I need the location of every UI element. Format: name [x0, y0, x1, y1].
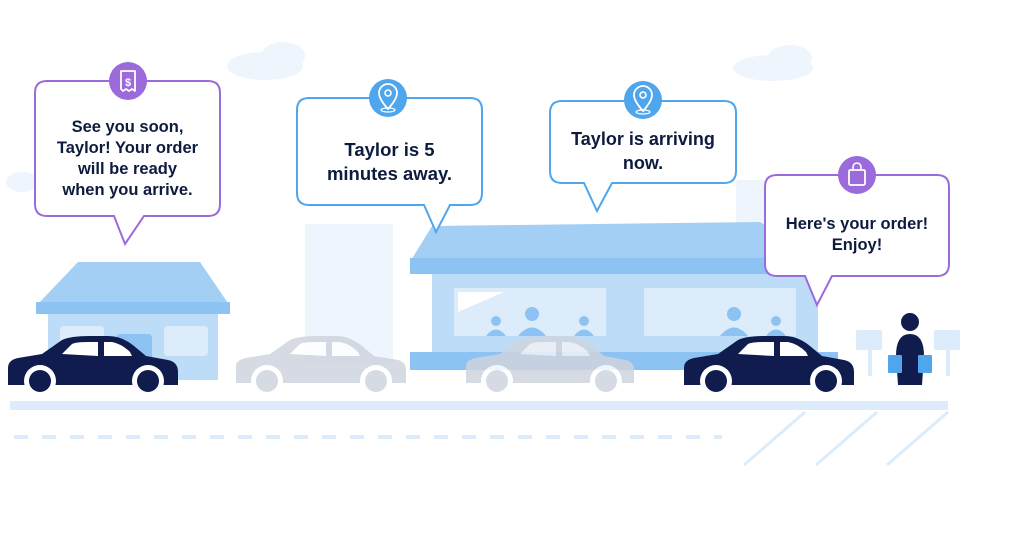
cloud-far-left — [6, 172, 38, 192]
message-arriving-now: Taylor is arriving now. — [571, 129, 715, 173]
bubble-order-delivered — [764, 174, 950, 308]
receipt-icon: $ — [109, 62, 147, 100]
svg-text:$: $ — [125, 77, 131, 89]
car-ghost-2 — [466, 336, 634, 397]
employee-figure — [888, 313, 932, 385]
bubble-pickup-confirmation — [34, 80, 221, 247]
shopping-bag-left — [888, 355, 902, 373]
bubble-five-minutes — [296, 97, 483, 235]
car-ghost-1 — [236, 336, 406, 397]
message-pickup-confirmation: See you soon, Taylor! Your order will be… — [56, 118, 199, 199]
shopping-bag-right — [918, 355, 932, 373]
location-pin-icon — [369, 79, 407, 117]
car-start — [8, 336, 178, 397]
shopping-bag-icon — [838, 156, 876, 194]
message-order-delivered: Here's your order! Enjoy! — [785, 215, 929, 254]
staff-figures — [486, 307, 786, 336]
parking-sign — [856, 330, 882, 376]
bubble-arriving-now — [549, 100, 737, 214]
cloud-right — [733, 45, 813, 81]
location-pin-icon — [624, 81, 662, 119]
road-curb — [10, 401, 948, 410]
message-five-minutes: Taylor is 5 minutes away. — [326, 138, 453, 184]
parking-lines — [743, 410, 949, 467]
parking-sign — [934, 330, 960, 376]
car-arrived — [684, 336, 854, 397]
cloud-left — [227, 42, 305, 80]
